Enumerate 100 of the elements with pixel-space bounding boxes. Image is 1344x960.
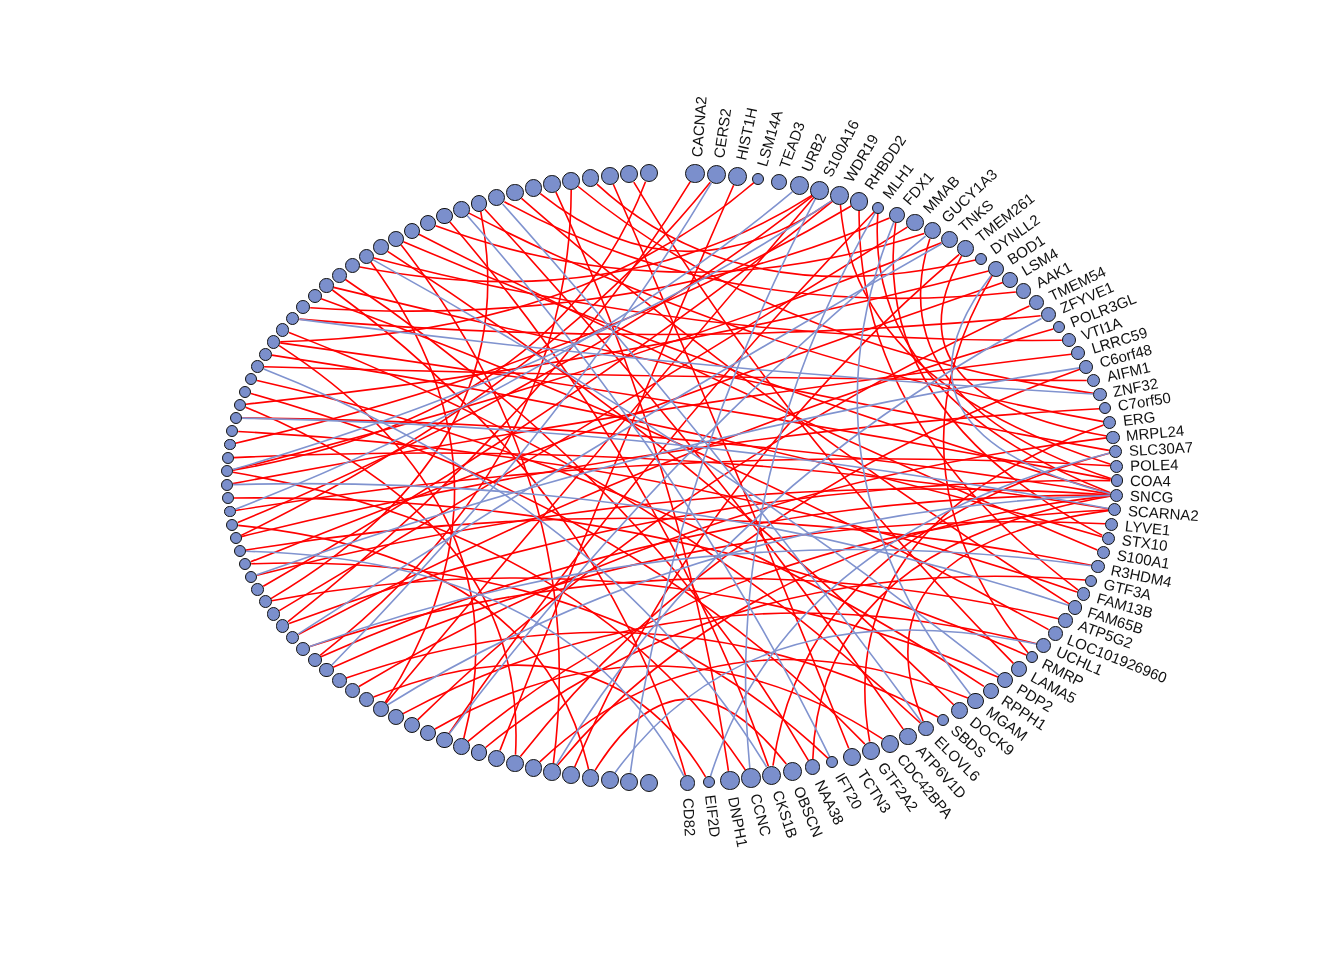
node-circle (223, 438, 236, 451)
node-circle (1071, 346, 1086, 361)
network-edge (614, 629, 1038, 774)
network-edge (245, 517, 1092, 567)
node-circle (221, 478, 233, 491)
network-edge (596, 183, 977, 278)
network-edge (332, 286, 1110, 452)
network-edge (298, 318, 1094, 395)
node-circle (790, 176, 810, 196)
node-circle (345, 682, 361, 698)
node-circle (752, 172, 765, 185)
node-circle (1096, 546, 1111, 560)
node-circle (296, 300, 311, 315)
network-edge (539, 659, 969, 763)
node-circle (782, 762, 802, 782)
node-circle (238, 557, 252, 571)
node-circle (419, 214, 437, 232)
network-edge (858, 209, 1079, 591)
node-circle (1061, 333, 1077, 348)
node-circle (226, 425, 239, 438)
node-circle (358, 248, 375, 264)
node-circle (267, 335, 281, 349)
network-edge (359, 194, 813, 283)
network-edge (372, 664, 707, 778)
node-circle (222, 451, 234, 464)
node-circle (1047, 625, 1063, 641)
network-edge (319, 189, 572, 657)
node-circle (1079, 359, 1094, 374)
node-circle (581, 768, 600, 787)
network-edge (385, 196, 815, 704)
network-edge (907, 509, 1109, 722)
network-edge (244, 406, 517, 756)
node-circle (826, 756, 839, 769)
network-edge (232, 181, 647, 472)
node-circle (453, 200, 470, 218)
network-edge (812, 495, 1111, 761)
network-edge (416, 305, 1031, 721)
node-circle (285, 630, 300, 645)
node-circle (720, 770, 740, 791)
node-circle (899, 727, 918, 746)
node-circle (373, 701, 389, 717)
network-edge (709, 452, 1110, 777)
gene-label: CERS2 (711, 107, 735, 160)
node-circle (1040, 307, 1056, 323)
network-edge (270, 354, 1103, 538)
node-circle (1036, 637, 1052, 654)
node-circle (1085, 574, 1098, 587)
node-circle (223, 505, 236, 518)
network-edge (240, 417, 1109, 510)
network-edge (744, 212, 876, 770)
node-circle (233, 398, 247, 411)
node-circle (488, 749, 506, 767)
node-circle (620, 772, 639, 791)
node-circle (1002, 271, 1019, 288)
node-circle (453, 738, 470, 756)
node-circle (967, 692, 984, 710)
node-circle (1053, 321, 1065, 334)
gene-label: POLE4 (1129, 456, 1179, 474)
node-circle (307, 652, 322, 667)
node-circle (251, 583, 265, 596)
network-edge (503, 200, 1017, 299)
network-edge (633, 181, 1015, 665)
network-edge (499, 184, 735, 752)
node-circle (307, 289, 322, 304)
network-edge (245, 270, 990, 405)
network-edge (288, 479, 1112, 625)
network-edge (466, 214, 831, 758)
node-circle (238, 385, 252, 399)
network-edge (358, 437, 1108, 688)
network-edge (386, 250, 955, 706)
network-edge (232, 482, 1069, 606)
network-edge (279, 181, 755, 343)
node-circle (358, 692, 375, 708)
network-edge (232, 353, 1072, 485)
network-edge (287, 181, 691, 623)
node-circle (639, 164, 658, 183)
network-edge (520, 197, 1070, 605)
node-circle (1067, 600, 1083, 615)
node-circle (222, 492, 234, 504)
node-circle (685, 163, 706, 184)
node-circle (244, 372, 258, 386)
network-edge (270, 210, 489, 600)
node-circle (506, 754, 524, 772)
gene-label: CD82 (680, 797, 699, 837)
network-edge (373, 257, 1063, 342)
network-edge (298, 314, 1042, 336)
node-circle (1105, 517, 1119, 531)
network-edge (309, 577, 1060, 648)
node-circle (600, 167, 619, 185)
network-edge (263, 365, 1088, 382)
node-circle (1091, 559, 1105, 574)
node-circle (906, 213, 924, 232)
network-edge (262, 200, 834, 588)
node-circle (940, 230, 958, 249)
node-circle (319, 663, 334, 678)
network-edge (919, 238, 1112, 480)
node-circle (562, 766, 581, 784)
network-edge (402, 612, 1038, 715)
node-circle (762, 765, 782, 785)
node-circle (436, 207, 453, 225)
